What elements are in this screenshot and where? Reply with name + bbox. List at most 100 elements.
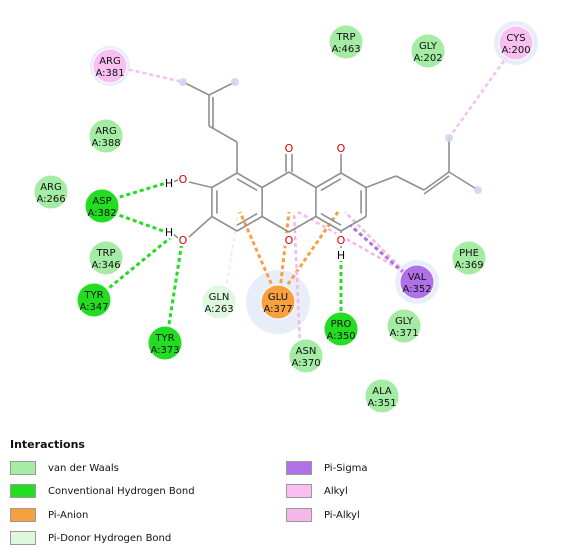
residue-bubble	[147, 325, 183, 361]
residue-number: A:369	[454, 260, 483, 271]
legend-label: van der Waals	[48, 462, 119, 474]
alkyl-interaction-line	[121, 66, 184, 84]
residue-bubble	[323, 311, 359, 347]
legend-swatch	[286, 461, 312, 475]
residue-number: A:382	[87, 208, 116, 219]
residue-bubble	[498, 25, 534, 61]
residue-name: PHE	[459, 248, 479, 259]
ligand-bond	[208, 125, 238, 143]
hydrogen-bond-line	[166, 241, 184, 332]
residue-name: ARG	[40, 182, 62, 193]
legend-label: Pi-Anion	[48, 509, 89, 521]
pi-anion-line	[282, 211, 340, 291]
ligand-bond	[211, 172, 238, 189]
legend-swatch	[10, 531, 36, 545]
atom-label-bg	[336, 248, 346, 261]
ligand-bond	[211, 215, 238, 232]
hydrogen-bond-line	[112, 181, 167, 201]
ligand-bond	[340, 215, 367, 232]
residue-number: A:200	[501, 45, 530, 56]
residue-number: A:347	[79, 302, 108, 313]
ligand-bond	[208, 81, 236, 96]
residue-number: A:381	[95, 68, 124, 79]
residue-name: PRO	[331, 319, 352, 330]
residue-bubble	[88, 118, 124, 154]
residue-name: TYR	[154, 333, 174, 344]
residue-number: A:266	[36, 194, 65, 205]
pi-alkyl-line	[297, 210, 406, 274]
legend-item: Conventional Hydrogen Bond	[10, 483, 195, 499]
hydrogen-bond-line	[112, 211, 167, 234]
ligand-bond	[315, 172, 342, 189]
residue-name: GLU	[268, 292, 288, 303]
residue-bubble	[260, 284, 296, 320]
residue-bubble	[288, 338, 324, 374]
hydrogen-atom-label: H	[337, 249, 345, 262]
oxygen-atom-label: O	[285, 142, 294, 155]
residue-name: ASN	[296, 346, 317, 357]
residue-bubble	[386, 308, 422, 344]
pi-alkyl-line	[292, 211, 302, 346]
ligand-bond	[365, 175, 397, 189]
atom-label-bg	[164, 176, 174, 189]
hydrogen-bond-line	[103, 236, 171, 294]
ligand-bond	[188, 215, 213, 238]
legend-label: Conventional Hydrogen Bond	[48, 485, 195, 497]
legend-label: Pi-Sigma	[324, 462, 368, 474]
ligand-bond	[423, 175, 450, 195]
residue-name: GLN	[209, 292, 230, 303]
residue-bubble	[410, 33, 446, 69]
residue-name: ARG	[95, 126, 117, 137]
residue-name: CYS	[506, 33, 525, 44]
hydrogen-atom-label: H	[165, 177, 173, 190]
ligand-bond	[320, 178, 342, 192]
methyl-tip	[231, 78, 239, 86]
atom-label-bg	[284, 233, 294, 246]
residue-bubble	[84, 188, 120, 224]
residue-number: A:202	[413, 53, 442, 64]
residue-number: A:373	[150, 345, 179, 356]
ligand-bond	[236, 215, 263, 232]
ligand-bond	[288, 215, 317, 233]
atom-label-bg	[178, 172, 188, 185]
residue-bubble	[201, 284, 237, 320]
residue-number: A:371	[389, 328, 418, 339]
legend-swatch	[286, 508, 312, 522]
ligand-bond	[182, 81, 210, 96]
ligand-bond	[423, 171, 450, 191]
residue-bubble	[76, 282, 112, 318]
ligand-bond	[261, 215, 290, 233]
residue-number: A:263	[204, 304, 233, 315]
legend-item: Pi-Anion	[10, 507, 88, 523]
oxygen-atom-label: O	[337, 142, 346, 155]
methyl-tip	[179, 78, 187, 86]
legend-item: Alkyl	[286, 483, 348, 499]
oxygen-atom-label: O	[179, 234, 188, 247]
residue-bubble	[88, 240, 124, 276]
pi-anion-line	[278, 211, 291, 291]
residue-bubble	[328, 24, 364, 60]
ligand-bond	[448, 171, 479, 191]
legend-swatch	[10, 508, 36, 522]
atom-label-bg	[336, 141, 346, 154]
ligand-bond	[236, 172, 263, 189]
pi-sigma-line	[349, 223, 405, 275]
oxygen-atom-label: O	[285, 234, 294, 247]
methyl-tip	[445, 134, 453, 142]
residue-name: TYR	[83, 290, 103, 301]
residue-name: ALA	[372, 386, 392, 397]
